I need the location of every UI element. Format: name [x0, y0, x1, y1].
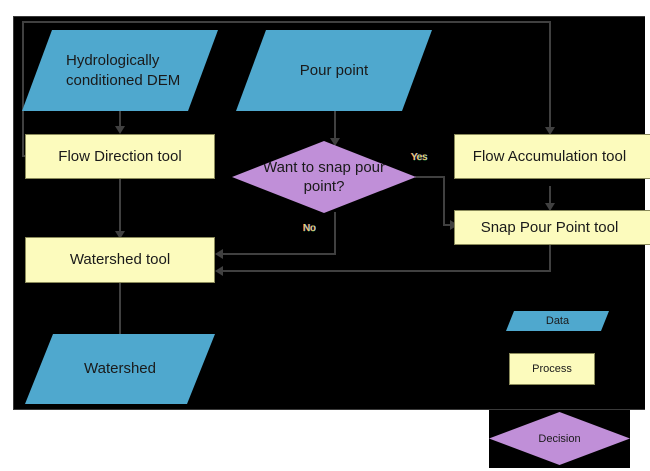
node-label: Flow Accumulation tool	[472, 147, 627, 165]
legend-label: Data	[545, 315, 570, 327]
edge-no-left	[222, 253, 336, 255]
arrowhead-to-watershed-tool	[115, 231, 125, 239]
legend-item-decision: Decision	[489, 412, 630, 465]
branch-label-no: No	[303, 223, 316, 234]
edge-dem-to-accumulation-top	[22, 21, 551, 23]
data-shape-icon	[22, 30, 218, 111]
data-shape-icon	[25, 334, 215, 404]
branch-label-yes: Yes	[411, 152, 428, 163]
data-shape-icon	[506, 311, 609, 331]
legend-item-data: Data	[506, 311, 609, 331]
node-flow-accumulation-tool[interactable]: Flow Accumulation tool	[454, 134, 650, 179]
edge-dem-left-down	[22, 21, 24, 157]
arrowhead-to-flow-accumulation	[545, 127, 555, 135]
node-pour-point[interactable]: Pour point	[236, 30, 432, 111]
node-snap-pour-point-tool[interactable]: Snap Pour Point tool	[454, 210, 650, 245]
node-label: Hydrologically conditioned DEM	[66, 52, 181, 89]
node-flow-direction-tool[interactable]: Flow Direction tool	[25, 134, 215, 179]
node-label: Snap Pour Point tool	[480, 218, 619, 236]
legend-label: Decision	[538, 432, 581, 445]
arrowhead-no-to-watershed-tool	[215, 249, 223, 259]
arrowhead-accumulation-to-snap	[545, 203, 555, 211]
data-shape-icon	[236, 30, 432, 111]
edge-accumulation-feed-down	[549, 21, 551, 129]
arrowhead-snap-to-watershed-tool	[215, 266, 223, 276]
edge-snap-left	[222, 270, 551, 272]
node-label: Pour point	[299, 61, 369, 79]
edge-pourpoint-to-decision	[334, 110, 336, 140]
edge-flowdirection-to-watershedtool	[119, 178, 121, 232]
node-label: Want to snap pour point?	[262, 158, 385, 195]
edge-yes-into-snap	[443, 224, 454, 226]
arrowhead-to-flow-direction	[115, 126, 125, 134]
node-label: Flow Direction tool	[58, 147, 182, 165]
edge-snap-down	[549, 243, 551, 271]
edge-accumulation-to-snap	[549, 186, 551, 205]
edge-no-down	[334, 212, 336, 254]
legend-item-process: Process	[509, 353, 595, 385]
legend-label: Process	[532, 363, 572, 375]
edge-watershedtool-to-watershed	[119, 283, 121, 335]
node-watershed-tool[interactable]: Watershed tool	[25, 237, 215, 283]
node-label: Watershed	[84, 360, 156, 378]
node-hydrologically-conditioned-dem[interactable]: Hydrologically conditioned DEM	[22, 30, 218, 111]
arrowhead-to-decision	[330, 138, 340, 146]
node-label: Watershed tool	[69, 251, 171, 269]
edge-yes-down	[443, 176, 445, 225]
edge-yes-from-decision	[415, 176, 444, 178]
decision-shape-icon	[489, 412, 630, 465]
node-watershed[interactable]: Watershed	[25, 334, 215, 404]
edge-dem-to-flowdirection	[119, 110, 121, 128]
